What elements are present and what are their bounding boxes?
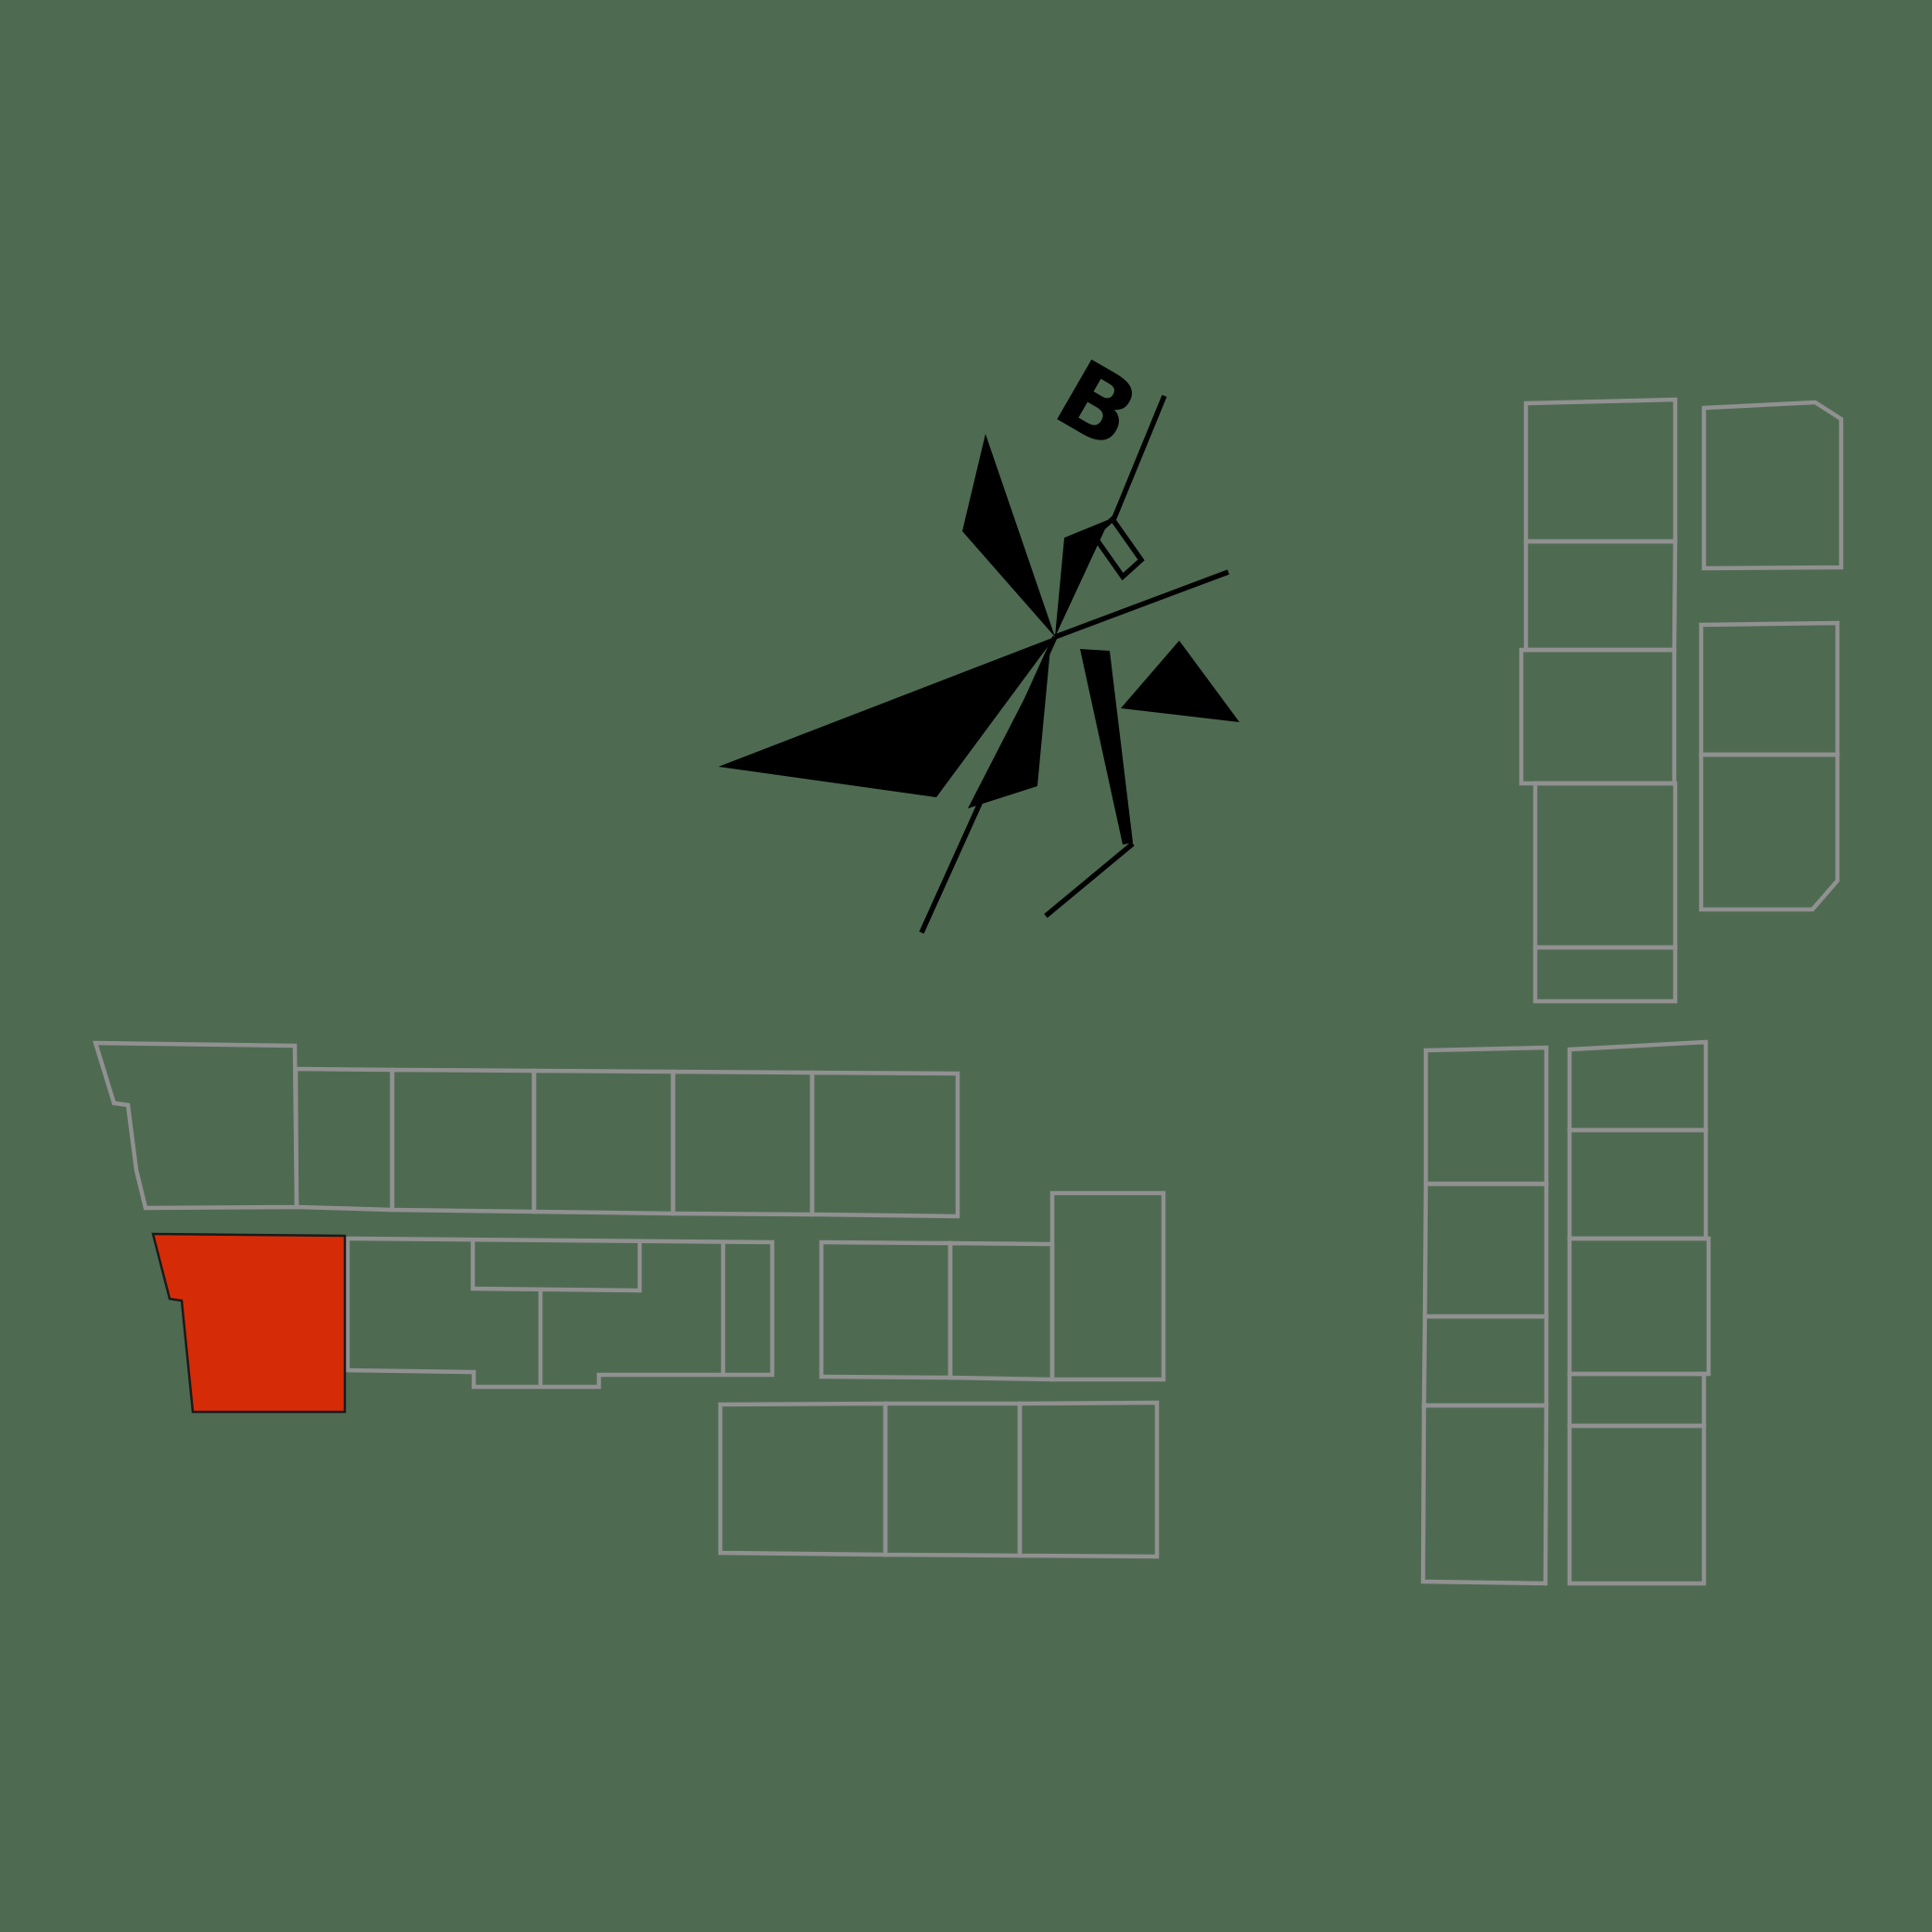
bottom-row-plot[interactable]: [718, 1401, 888, 1557]
plot-outlines-layer: [92, 397, 1844, 1586]
blade-west-wing: [718, 637, 1055, 797]
ray-southwest: [919, 635, 1058, 934]
ray-south-tail: [1044, 841, 1135, 919]
upper-right-group-plot[interactable]: [1523, 397, 1678, 544]
middle-left-block: [345, 1236, 775, 1390]
blade-northeast: [1055, 519, 1110, 637]
pointer-diamond: [1090, 515, 1145, 581]
upper-left-row-plot[interactable]: [293, 1066, 395, 1213]
lower-right-group-plot[interactable]: [1567, 1127, 1709, 1241]
upper-left-row-plot-large-corner[interactable]: [92, 1040, 299, 1211]
upper-left-row-plot[interactable]: [809, 1070, 960, 1219]
highlighted-plot-layer: [151, 1232, 347, 1414]
upper-left-row: [92, 1040, 960, 1219]
lower-right-group-plot[interactable]: [1422, 1181, 1549, 1319]
selected-plot[interactable]: [151, 1232, 347, 1414]
blade-south: [1080, 649, 1133, 845]
compass-star-icon: [718, 394, 1239, 934]
upper-right-group-plot[interactable]: [1519, 647, 1677, 786]
upper-right-group-plot[interactable]: [1523, 539, 1678, 653]
upper-right-group-plot[interactable]: [1532, 781, 1678, 950]
middle-right-block-plot[interactable]: [819, 1239, 953, 1380]
lower-right-group-plot[interactable]: [1423, 1045, 1549, 1187]
lower-right-group-plot[interactable]: [1567, 1039, 1709, 1133]
bottom-row-plot[interactable]: [1017, 1400, 1160, 1559]
compass-label-b: B: [1038, 339, 1156, 471]
middle-right-block-plot[interactable]: [947, 1240, 1055, 1382]
upper-right-group-plot-beveled[interactable]: [1701, 400, 1844, 571]
upper-left-row-plot[interactable]: [531, 1068, 676, 1216]
lower-right-group-plot-short[interactable]: [1567, 1371, 1707, 1429]
middle-left-block-plot-block-outline[interactable]: [345, 1236, 775, 1390]
bottom-row-plot[interactable]: [883, 1401, 1023, 1558]
upper-left-row-plot[interactable]: [389, 1067, 537, 1214]
upper-right-group: [1519, 397, 1844, 1004]
pointer-line-b: [1111, 394, 1167, 522]
lower-right-group-plot[interactable]: [1420, 1403, 1549, 1586]
blade-southeast: [1121, 641, 1239, 722]
middle-right-block: [819, 1190, 1166, 1382]
lower-right-group-plot[interactable]: [1421, 1314, 1549, 1408]
lower-right-group-plot[interactable]: [1567, 1236, 1711, 1377]
blade-north: [962, 434, 1055, 637]
middle-left-block-inner-notch: [470, 1239, 642, 1293]
lower-right-group-plot[interactable]: [1567, 1423, 1707, 1586]
upper-right-group-plot-beveled[interactable]: [1698, 752, 1840, 912]
bottom-row: [718, 1400, 1160, 1559]
ray-east: [1054, 569, 1229, 640]
upper-right-group-plot-short[interactable]: [1532, 945, 1678, 1004]
lower-right-group: [1420, 1039, 1711, 1586]
upper-right-group-plot[interactable]: [1698, 620, 1840, 757]
middle-right-block-plot-tall[interactable]: [1049, 1190, 1166, 1382]
upper-left-row-plot[interactable]: [670, 1069, 815, 1217]
